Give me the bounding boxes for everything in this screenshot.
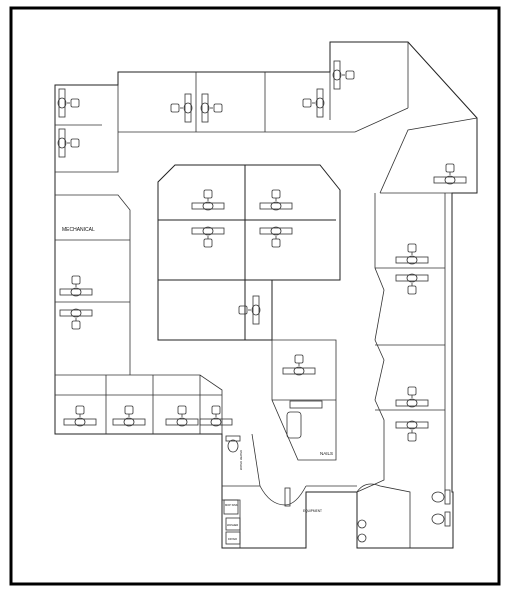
styling-station (395, 273, 429, 295)
styling-station (259, 226, 293, 248)
styling-station (199, 405, 233, 427)
office-walls-left (55, 85, 131, 241)
sink-icon (357, 533, 367, 543)
styling-station (282, 354, 316, 376)
styling-station (165, 405, 199, 427)
exterior-wall (54, 41, 478, 549)
toilet-icon (431, 511, 451, 527)
room-label-equipment: EQUIPMENT (303, 509, 322, 513)
nails-counter (289, 400, 323, 409)
washer-box (225, 517, 241, 531)
room-label-mop-sink: MOP SINK (225, 503, 238, 507)
room-label-mechanical: MECHANICAL (62, 227, 95, 233)
pedicure-chair (286, 411, 302, 439)
styling-station (59, 275, 93, 297)
toilet-icon (225, 435, 241, 453)
styling-station (191, 226, 225, 248)
office-walls-top (118, 72, 409, 133)
service-area-walls (222, 433, 411, 548)
styling-station (57, 128, 80, 158)
nails-room-walls (271, 339, 337, 461)
styling-station (170, 93, 193, 123)
styling-station (63, 405, 97, 427)
styling-station (200, 93, 223, 123)
styling-station (259, 189, 293, 211)
entry-door (284, 487, 291, 507)
styling-station (302, 88, 325, 118)
room-label-water-heater: WATER HEATER (239, 450, 243, 470)
styling-station (112, 405, 146, 427)
styling-station (395, 243, 429, 265)
toilet-icon (431, 489, 451, 505)
sink-icon (357, 519, 367, 529)
office-walls-right-upper (379, 42, 478, 194)
styling-station (238, 295, 261, 325)
mop-sink-box (223, 499, 239, 515)
drawing-border (9, 6, 501, 586)
office-walls-mid-left (55, 240, 131, 375)
office-walls-bottom-left (55, 374, 223, 434)
styling-station (433, 163, 467, 185)
styling-station (332, 60, 355, 90)
office-walls-right (356, 193, 446, 493)
door-swing (356, 483, 381, 493)
room-label-washer: WASHER (227, 523, 238, 527)
room-label-dryer: DRYER (228, 537, 237, 541)
center-island (157, 164, 341, 341)
styling-station (395, 386, 429, 408)
styling-station (191, 189, 225, 211)
dryer-box (225, 531, 241, 545)
room-label-nails: NAILS (320, 451, 333, 456)
station-group (57, 60, 467, 442)
styling-station (395, 420, 429, 442)
styling-station (59, 308, 93, 330)
entry-door-swings (259, 485, 307, 506)
styling-station (57, 88, 80, 118)
